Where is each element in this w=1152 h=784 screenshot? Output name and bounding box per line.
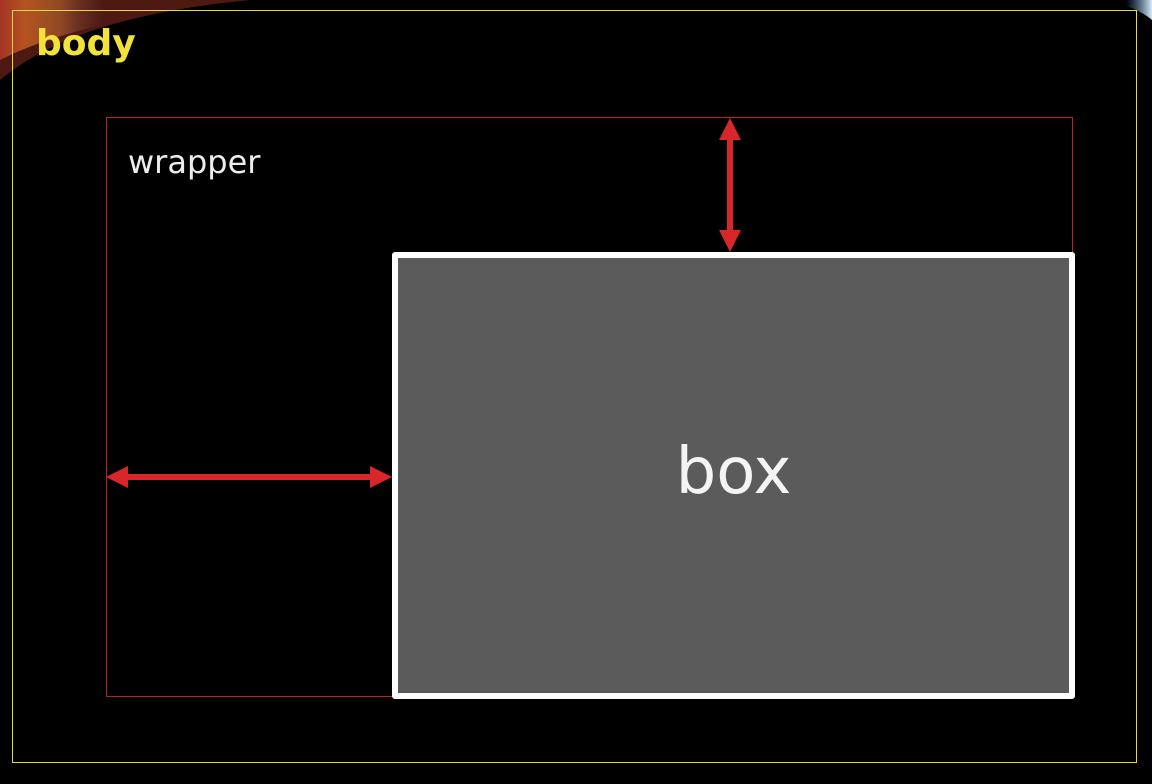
body-label: body [36,23,136,64]
decorative-swoosh [0,0,1152,80]
body-outline [12,10,1137,763]
box-element: box [392,252,1075,699]
box-label: box [675,434,792,509]
wrapper-label: wrapper [128,143,261,181]
